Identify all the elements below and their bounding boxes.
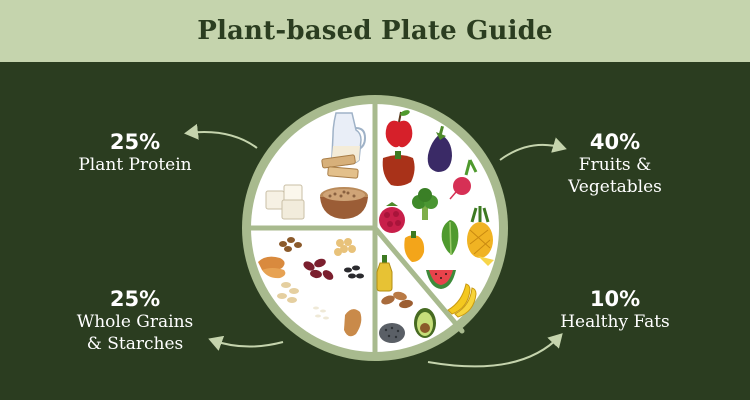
whole-grains-label-line1: Whole Grains: [76, 312, 194, 332]
broccoli-icon: [412, 188, 438, 220]
tofu-cubes-icon: [265, 184, 305, 220]
pineapple-icon: [467, 206, 494, 266]
eggplant-icon: [427, 125, 452, 172]
banana-icon: [447, 283, 477, 318]
healthy-fats-percent: 10%: [589, 287, 641, 311]
kale-icon: [441, 220, 459, 256]
title-banner: Plant-based Plate Guide: [0, 0, 750, 62]
watermelon-icon: [426, 270, 456, 289]
raspberry-icon: [379, 202, 405, 233]
arrow-fruits: [499, 137, 567, 161]
arrow-grains: [208, 335, 284, 351]
protein-foods: [265, 112, 368, 220]
grain-starch-foods: [258, 237, 364, 337]
section-fruits-vegetables: 40% Fruits & Vegetables: [540, 130, 690, 198]
section-plant-protein: 25% Plant Protein: [60, 130, 210, 176]
arrow-protein: [184, 123, 258, 149]
sweet-potato-icon: [258, 256, 286, 279]
oats-icon: [277, 282, 299, 303]
whole-grains-percent: 25%: [109, 287, 161, 311]
apple-icon: [385, 110, 413, 148]
fruits-vegetables-label-line1: Fruits &: [578, 155, 652, 175]
plant-protein-percent: 25%: [109, 130, 161, 154]
rice-icon: [313, 306, 329, 320]
radish-icon: [449, 159, 478, 200]
section-healthy-fats: 10% Healthy Fats: [540, 287, 690, 333]
tempeh-icon: [321, 154, 359, 179]
olive-oil-bottle-icon: [376, 255, 393, 292]
page-title: Plant-based Plate Guide: [197, 16, 553, 46]
arrow-fats: [427, 333, 563, 368]
section-whole-grains-starches: 25% Whole Grains & Starches: [55, 287, 215, 355]
plate-dividers: [248, 101, 465, 355]
plant-protein-label: Plant Protein: [78, 155, 192, 175]
black-beans-icon: [344, 265, 364, 279]
fruits-vegetables-percent: 40%: [589, 130, 641, 154]
almonds-icon: [381, 291, 413, 309]
whole-grains-label-line2: & Starches: [86, 334, 184, 354]
avocado-icon: [414, 308, 436, 338]
chickpeas-icon: [334, 238, 356, 256]
whole-grain-bread-icon: [344, 309, 362, 337]
healthy-fat-foods: [376, 255, 436, 343]
bell-pepper-red-icon: [382, 151, 415, 186]
chia-seeds-icon: [379, 323, 405, 343]
pinto-beans-icon: [279, 237, 302, 252]
fruit-vegetable-foods: [379, 110, 494, 318]
kidney-beans-icon: [303, 258, 334, 280]
healthy-fats-label: Healthy Fats: [560, 312, 670, 332]
bell-pepper-yellow-icon: [404, 231, 425, 262]
fruits-vegetables-label-line2: Vegetables: [568, 177, 662, 197]
lentil-bowl-icon: [320, 187, 368, 219]
